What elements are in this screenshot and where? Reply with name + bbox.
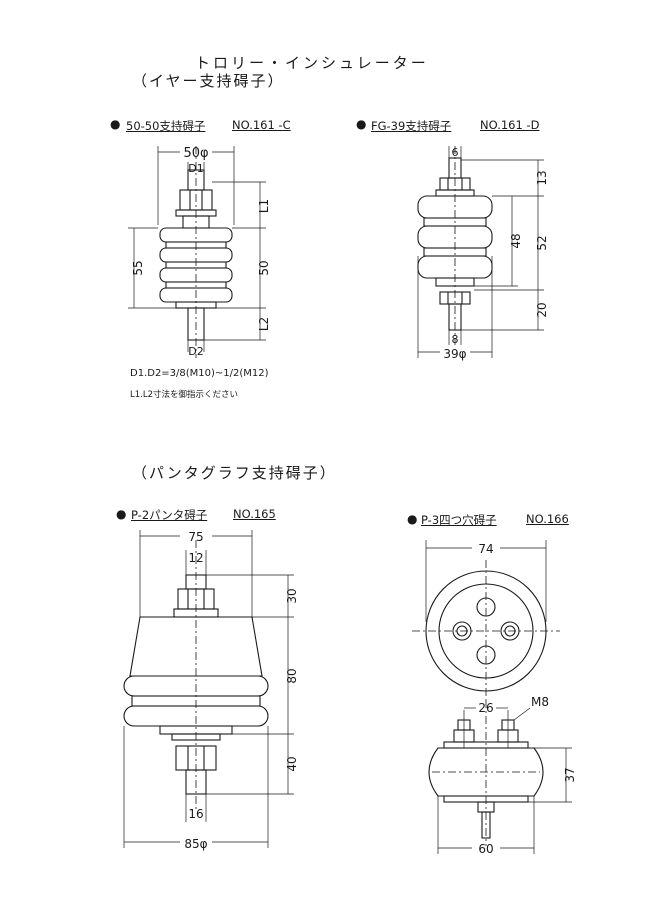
dim-top-length: 30 <box>285 588 299 603</box>
dim-bottom-bolt: 16 <box>188 807 203 821</box>
bullet-icon: ● <box>110 117 121 131</box>
dim-body-height: 48 <box>509 233 523 248</box>
dim-l1: L1 <box>257 199 271 213</box>
dim-top-bolt: 6 <box>452 146 459 159</box>
dim-base: 60 <box>478 842 493 856</box>
bullet-icon: ● <box>407 512 418 526</box>
part-number-166: NO.166 <box>526 512 569 526</box>
drawing-166: 74 26 M8 37 60 <box>412 540 577 856</box>
drawing-161d: 6 13 48 52 20 8 39φ <box>417 146 549 361</box>
note-length-instruction: L1.L2寸法を御指示ください <box>130 390 238 400</box>
dim-bottom-length: 40 <box>285 756 299 771</box>
dim-bottom-length: 20 <box>535 302 549 317</box>
dim-bolt-size: M8 <box>531 695 549 709</box>
dim-height-total: 55 <box>131 260 145 275</box>
bullet-icon: ● <box>356 117 367 131</box>
dim-outer-diameter: 50φ <box>183 146 208 161</box>
section-title-pantograph: （パンタグラフ支持碍子） <box>132 464 337 482</box>
bullet-icon: ● <box>116 507 127 521</box>
dim-top-length: 13 <box>535 170 549 185</box>
dim-d1: D1 <box>188 162 203 175</box>
dim-overall: 52 <box>535 235 549 250</box>
dim-bottom-bolt: 8 <box>452 333 459 346</box>
drawing-165: 75 12 30 80 40 16 85φ <box>123 530 299 851</box>
part-number-165: NO.165 <box>233 507 276 521</box>
dim-top-width: 75 <box>188 530 203 544</box>
note-bolt-size: D1.D2=3/8(M10)~1/2(M12) <box>130 368 269 379</box>
part-name-161c: 50-50支持碍子 <box>126 119 206 133</box>
dim-body-height: 80 <box>285 668 299 683</box>
dim-top-bolt: 12 <box>188 551 203 565</box>
dim-plan-diameter: 74 <box>478 542 493 556</box>
part-number-161d: NO.161 -D <box>480 118 540 132</box>
dim-outer-diameter: 85φ <box>184 837 207 851</box>
part-name-165: P-2パンタ碍子 <box>131 508 208 522</box>
part-number-161c: NO.161 -C <box>232 118 291 132</box>
dim-d2: D2 <box>188 345 203 358</box>
page-title: トロリー・インシュレーター <box>195 54 429 72</box>
part-name-166: P-3四つ穴碍子 <box>421 513 497 527</box>
dim-outer-diameter: 39φ <box>443 347 466 361</box>
dim-l2: L2 <box>257 317 271 331</box>
page-subtitle: （イヤー支持碍子） <box>132 72 285 90</box>
part-name-161d: FG-39支持碍子 <box>371 119 452 133</box>
dim-height-body: 50 <box>257 260 271 275</box>
drawing-161c: 50φ D1 D2 55 L1 50 L2 <box>128 146 271 358</box>
dim-height: 37 <box>563 767 577 782</box>
